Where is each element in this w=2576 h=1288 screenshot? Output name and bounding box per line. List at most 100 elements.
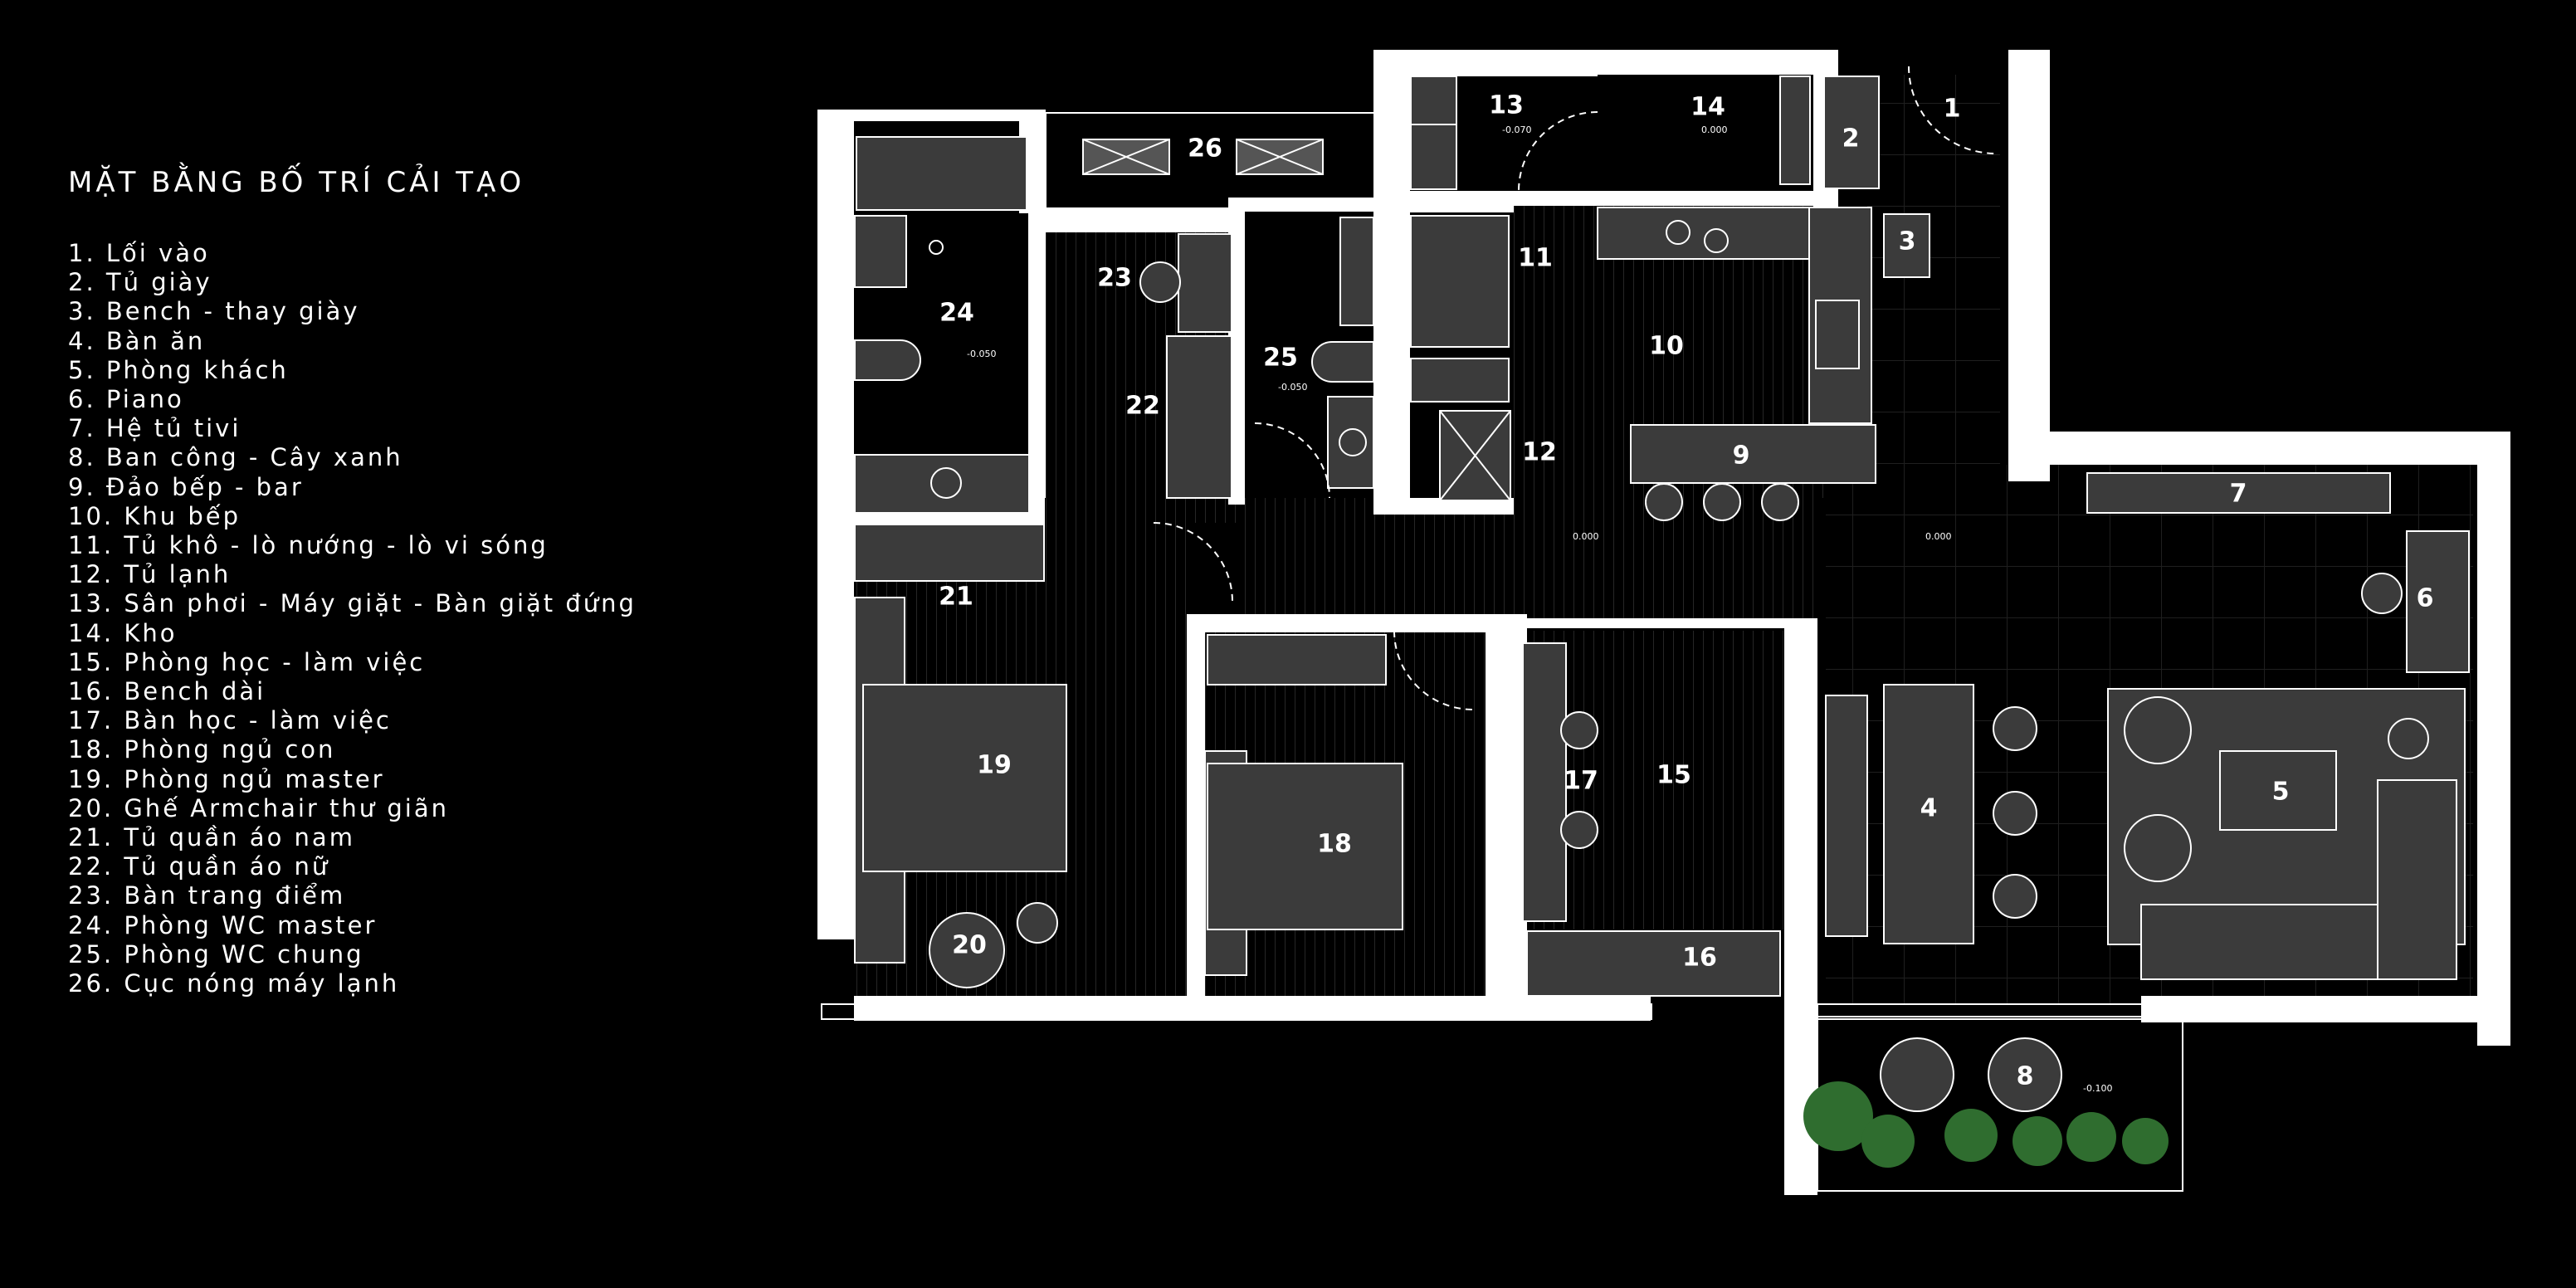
room-label-11: 11 xyxy=(1518,244,1553,273)
level-laundry: -0.070 xyxy=(1502,124,1531,135)
long-bench xyxy=(1526,930,1781,997)
lounge-chair xyxy=(2124,696,2192,764)
wardrobe-men xyxy=(854,524,1045,582)
wardrobe-women xyxy=(1166,335,1232,499)
legend-item: 17. Bàn học - làm việc xyxy=(68,706,392,735)
wc-master xyxy=(854,136,1030,514)
wall xyxy=(2008,432,2506,465)
window xyxy=(821,1003,1652,1020)
wall xyxy=(1228,198,1378,211)
burner xyxy=(1666,220,1690,245)
bar-stool xyxy=(1761,483,1799,521)
ac-unit-cross xyxy=(1082,139,1170,175)
wall xyxy=(2477,432,2510,1046)
legend-item: 23. Bàn trang điểm xyxy=(68,881,346,910)
dining-chair xyxy=(1993,791,2037,836)
cabinet-shelf xyxy=(1410,358,1510,402)
master-bedroom xyxy=(854,597,1067,988)
kitchen-sink xyxy=(1815,300,1860,369)
room-label-12: 12 xyxy=(1522,438,1557,467)
windows xyxy=(821,112,2183,1192)
level-wc-master: -0.050 xyxy=(967,349,996,359)
legend-item: 4. Bàn ăn xyxy=(68,326,206,355)
laundry-door xyxy=(1518,111,1598,192)
room-label-23: 23 xyxy=(1097,264,1132,293)
utility xyxy=(1410,76,1930,278)
shoe-bench xyxy=(1883,213,1930,278)
level-markers: -0.050 -0.050 -0.070 0.000 0.000 0.000 -… xyxy=(967,124,2112,1094)
legend-item: 22. Tủ quần áo nữ xyxy=(68,852,330,881)
plant-icon xyxy=(1803,1081,2169,1168)
bar-stool xyxy=(1645,483,1683,521)
bar-stool xyxy=(1703,483,1741,521)
balcony-chair xyxy=(1880,1037,1954,1112)
wall xyxy=(1410,191,1514,212)
balcony xyxy=(1803,1037,2169,1168)
room-label-8: 8 xyxy=(2017,1062,2034,1091)
legend-item: 1. Lối vào xyxy=(68,239,210,267)
toilet xyxy=(1311,341,1374,383)
drain-icon xyxy=(929,240,944,255)
stool xyxy=(1139,261,1181,303)
kid-bedroom xyxy=(1204,750,1403,976)
legend-item: 13. Sân phơi - Máy giặt - Bàn giặt đứng xyxy=(68,589,637,618)
wall xyxy=(1410,498,1514,515)
shower xyxy=(854,215,907,288)
wall xyxy=(1527,618,1784,628)
bed xyxy=(862,684,1067,872)
room-label-13: 13 xyxy=(1489,91,1524,120)
legend-item: 25. Phòng WC chung xyxy=(68,939,364,968)
living-room xyxy=(1825,472,2470,980)
room-label-17: 17 xyxy=(1564,767,1598,796)
room-label-6: 6 xyxy=(2417,584,2434,613)
legend-item: 12. Tủ lạnh xyxy=(68,560,232,589)
level-kitchen: 0.000 xyxy=(1573,531,1599,542)
legend-item: 19. Phòng ngủ master xyxy=(68,764,385,793)
study-floor xyxy=(1527,631,1784,929)
window xyxy=(1045,112,1378,212)
side-table xyxy=(2388,718,2429,759)
legend-item: 21. Tủ quần áo nam xyxy=(68,823,355,852)
utility-counter xyxy=(1410,124,1457,190)
study-room xyxy=(1522,642,1781,997)
wc-common-door xyxy=(1254,422,1330,499)
wardrobe-door xyxy=(1153,522,1233,603)
doors xyxy=(1153,66,1997,710)
dining-chair xyxy=(1993,874,2037,919)
legend-item: 9. Đảo bếp - bar xyxy=(68,472,304,501)
wall xyxy=(1784,618,1817,1012)
chair xyxy=(1560,811,1598,849)
room-label-16: 16 xyxy=(1682,944,1717,973)
entry-door xyxy=(1908,66,1997,154)
room-label-22: 22 xyxy=(1125,392,1160,421)
kitchen xyxy=(1410,207,1876,521)
legend-item: 5. Phòng khách xyxy=(68,355,289,384)
coffee-table xyxy=(2219,750,2337,831)
wall xyxy=(1187,614,1205,1012)
wall xyxy=(1486,614,1527,1021)
wall xyxy=(1598,50,1813,75)
kid-bedroom-door xyxy=(1393,630,1474,710)
legend-item: 15. Phòng học - làm việc xyxy=(68,647,426,676)
ac-unit-cross xyxy=(1236,139,1324,175)
sink-counter xyxy=(1808,207,1872,424)
level-storage: 0.000 xyxy=(1701,124,1728,135)
chair xyxy=(1560,711,1598,749)
legend-item: 2. Tủ giày xyxy=(68,268,212,297)
legend-item: 7. Hệ tủ tivi xyxy=(68,414,242,443)
sofa-arm xyxy=(2377,779,2457,980)
wall xyxy=(2008,50,2050,481)
piano-stool xyxy=(2361,573,2403,614)
room-label-20: 20 xyxy=(952,931,987,960)
room-label-25: 25 xyxy=(1263,344,1298,373)
room-labels: 1 2 3 4 5 6 7 8 9 10 11 12 13 14 15 16 1… xyxy=(939,91,2433,1091)
legend-item: 10. Khu bếp xyxy=(68,501,241,530)
room-label-10: 10 xyxy=(1649,332,1684,361)
piano xyxy=(2406,530,2470,673)
legend-item: 8. Ban công - Cây xanh xyxy=(68,443,403,472)
level-wc-common: -0.050 xyxy=(1278,382,1307,393)
room-label-7: 7 xyxy=(2230,480,2247,509)
legend-title: MẶT BẰNG BỐ TRÍ CẢI TẠO xyxy=(68,166,525,199)
legend-item: 16. Bench dài xyxy=(68,677,266,706)
